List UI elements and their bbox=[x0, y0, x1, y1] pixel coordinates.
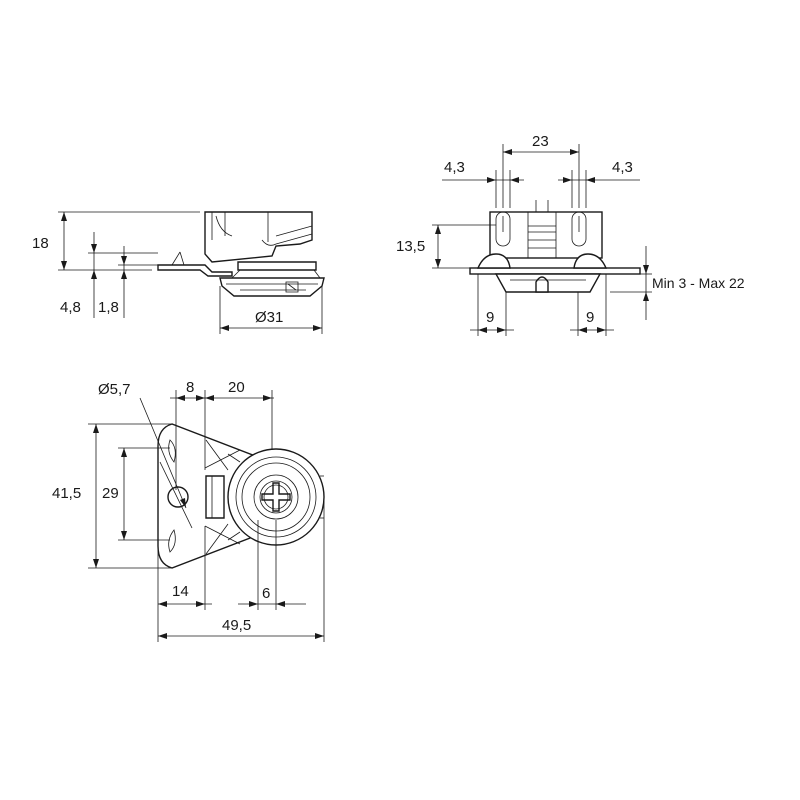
side-height-label: 18 bbox=[32, 235, 49, 252]
front-view: 23 4,3 4,3 13,5 9 9 bbox=[396, 133, 745, 336]
top-view: Ø5,7 8 20 41,5 29 14 bbox=[52, 379, 325, 642]
front-edge-right-label: 9 bbox=[586, 309, 594, 326]
top-center-offset-label: 20 bbox=[228, 379, 245, 396]
top-overall-width-label: 49,5 bbox=[222, 617, 251, 634]
front-slot-spacing-label: 23 bbox=[532, 133, 549, 150]
top-hole-offset-label: 8 bbox=[186, 379, 194, 396]
side-plate-offset-label: 1,8 bbox=[98, 299, 119, 316]
front-slot-width-left-label: 4,3 bbox=[444, 159, 465, 176]
top-overall-height-label: 41,5 bbox=[52, 485, 81, 502]
top-plate-width-label: 14 bbox=[172, 583, 189, 600]
front-panel-range-label: Min 3 - Max 22 bbox=[652, 275, 745, 291]
screw-head-icon bbox=[261, 482, 291, 512]
side-plate-thickness-label: 4,8 bbox=[60, 299, 81, 316]
mount-hole-icon bbox=[167, 486, 189, 508]
front-height-label: 13,5 bbox=[396, 238, 425, 255]
top-hole-spacing-label: 29 bbox=[102, 485, 119, 502]
side-diameter-label: Ø31 bbox=[255, 309, 283, 326]
front-slot-width-right-label: 4,3 bbox=[612, 159, 633, 176]
top-screw-offset-label: 6 bbox=[262, 585, 270, 602]
side-view: 18 4,8 1,8 Ø31 bbox=[32, 211, 325, 334]
front-edge-left-label: 9 bbox=[486, 309, 494, 326]
top-hole-diameter-label: Ø5,7 bbox=[98, 381, 131, 398]
